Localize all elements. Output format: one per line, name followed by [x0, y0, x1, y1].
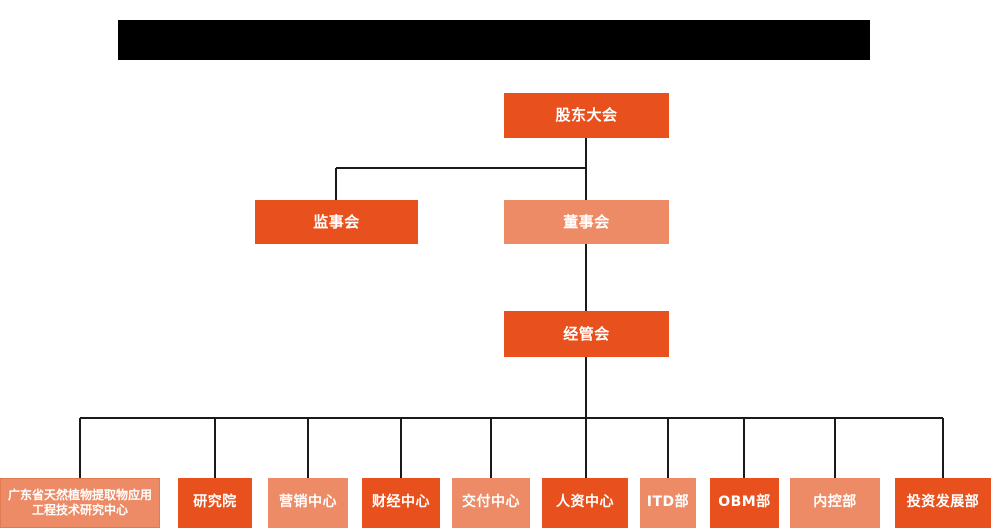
node-label: 董事会: [563, 212, 610, 231]
node-marketing-center[interactable]: 营销中心: [268, 478, 348, 528]
node-itd-department[interactable]: ITD部: [640, 478, 696, 528]
node-obm-department[interactable]: OBM部: [710, 478, 779, 528]
node-shareholders-meeting[interactable]: 股东大会: [504, 93, 669, 138]
node-label: 交付中心: [462, 494, 520, 511]
node-label: 财经中心: [372, 494, 430, 511]
top-banner: [118, 20, 870, 60]
node-label: 广东省天然植物提取物应用工程技术研究中心: [7, 488, 152, 517]
node-label: OBM部: [718, 494, 771, 511]
node-label: 监事会: [313, 212, 360, 231]
node-internal-control-department[interactable]: 内控部: [790, 478, 880, 528]
node-investment-development-department[interactable]: 投资发展部: [895, 478, 991, 528]
node-board-of-directors[interactable]: 董事会: [504, 200, 669, 244]
node-label: ITD部: [646, 494, 690, 511]
node-delivery-center[interactable]: 交付中心: [452, 478, 530, 528]
node-label: 人资中心: [556, 494, 614, 511]
node-research-institute[interactable]: 研究院: [178, 478, 252, 528]
node-label: 营销中心: [279, 494, 337, 511]
node-finance-center[interactable]: 财经中心: [362, 478, 440, 528]
node-research-center[interactable]: 广东省天然植物提取物应用工程技术研究中心: [0, 478, 160, 528]
node-management-committee[interactable]: 经管会: [504, 311, 669, 357]
node-label: 研究院: [193, 494, 237, 511]
node-label: 股东大会: [555, 106, 618, 125]
node-label: 内控部: [813, 494, 857, 511]
node-label: 投资发展部: [906, 494, 980, 511]
node-board-of-supervisors[interactable]: 监事会: [255, 200, 418, 244]
node-label: 经管会: [563, 324, 610, 343]
node-hr-center[interactable]: 人资中心: [542, 478, 628, 528]
